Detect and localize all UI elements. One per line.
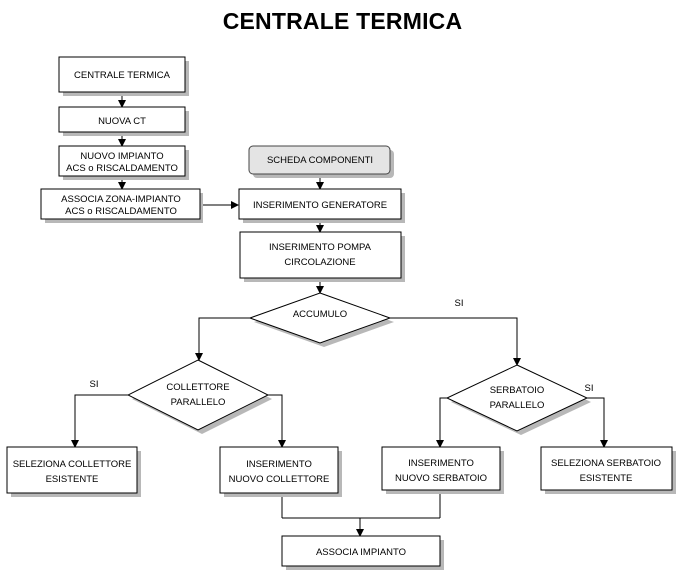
- svg-text:INSERIMENTO POMPA: INSERIMENTO POMPA: [269, 242, 372, 253]
- node-inserimento-generatore: INSERIMENTO GENERATORE: [238, 188, 405, 223]
- edge-label-accumulo-si: SI: [455, 298, 464, 309]
- decision-serbatoio-parallelo: SERBATOIO PARALLELO: [445, 364, 591, 435]
- svg-text:SERBATOIO: SERBATOIO: [490, 385, 545, 396]
- svg-text:SCHEDA COMPONENTI: SCHEDA COMPONENTI: [267, 155, 373, 166]
- node-nuova-ct: NUOVA CT: [58, 106, 189, 136]
- node-seleziona-collettore: SELEZIONA COLLETTORE ESISTENTE: [6, 446, 141, 497]
- svg-text:INSERIMENTO: INSERIMENTO: [408, 458, 474, 469]
- svg-text:ASSOCIA ZONA-IMPIANTO: ASSOCIA ZONA-IMPIANTO: [61, 194, 181, 205]
- svg-text:INSERIMENTO: INSERIMENTO: [246, 459, 312, 470]
- node-inserimento-pompa: INSERIMENTO POMPA CIRCOLAZIONE: [239, 231, 405, 282]
- svg-text:NUOVO SERBATOIO: NUOVO SERBATOIO: [395, 473, 487, 484]
- node-inserimento-collettore: INSERIMENTO NUOVO COLLETTORE: [219, 446, 342, 497]
- node-associa-zona-impianto: ASSOCIA ZONA-IMPIANTO ACS o RISCALDAMENT…: [40, 188, 203, 223]
- svg-text:ASSOCIA IMPIANTO: ASSOCIA IMPIANTO: [316, 547, 406, 558]
- node-centrale-termica: CENTRALE TERMICA: [58, 56, 189, 96]
- svg-text:NUOVO IMPIANTO: NUOVO IMPIANTO: [80, 151, 163, 162]
- svg-text:COLLETTORE: COLLETTORE: [166, 382, 229, 393]
- decision-collettore-parallelo: COLLETTORE PARALLELO: [126, 359, 272, 434]
- svg-text:PARALLELO: PARALLELO: [490, 400, 545, 411]
- svg-text:ESISTENTE: ESISTENTE: [580, 473, 633, 484]
- edge-label-collettore-si: SI: [90, 379, 99, 390]
- svg-text:ESISTENTE: ESISTENTE: [46, 474, 99, 485]
- svg-text:NUOVO COLLETTORE: NUOVO COLLETTORE: [229, 474, 330, 485]
- svg-text:SELEZIONA COLLETTORE: SELEZIONA COLLETTORE: [13, 459, 132, 470]
- svg-text:ACS o RISCALDAMENTO: ACS o RISCALDAMENTO: [66, 163, 178, 174]
- node-seleziona-serbatoio: SELEZIONA SERBATOIO ESISTENTE: [540, 446, 676, 494]
- diagram-title: CENTRALE TERMICA: [222, 8, 463, 34]
- node-inserimento-serbatoio: INSERIMENTO NUOVO SERBATOIO: [381, 446, 504, 494]
- svg-text:CENTRALE TERMICA: CENTRALE TERMICA: [74, 70, 171, 81]
- svg-text:PARALLELO: PARALLELO: [171, 397, 226, 408]
- svg-text:SELEZIONA SERBATOIO: SELEZIONA SERBATOIO: [551, 458, 661, 469]
- svg-text:INSERIMENTO GENERATORE: INSERIMENTO GENERATORE: [253, 200, 387, 211]
- svg-text:CIRCOLAZIONE: CIRCOLAZIONE: [284, 257, 355, 268]
- svg-text:ACS o RISCALDAMENTO: ACS o RISCALDAMENTO: [65, 206, 177, 217]
- svg-text:ACCUMULO: ACCUMULO: [293, 309, 347, 320]
- node-associa-impianto: ASSOCIA IMPIANTO: [281, 535, 444, 570]
- svg-text:NUOVA CT: NUOVA CT: [98, 116, 146, 127]
- edge-label-serbatoio-si: SI: [585, 383, 594, 394]
- node-nuovo-impianto: NUOVO IMPIANTO ACS o RISCALDAMENTO: [58, 145, 189, 180]
- node-scheda-componenti: SCHEDA COMPONENTI: [248, 145, 394, 178]
- decision-accumulo: ACCUMULO: [248, 292, 394, 347]
